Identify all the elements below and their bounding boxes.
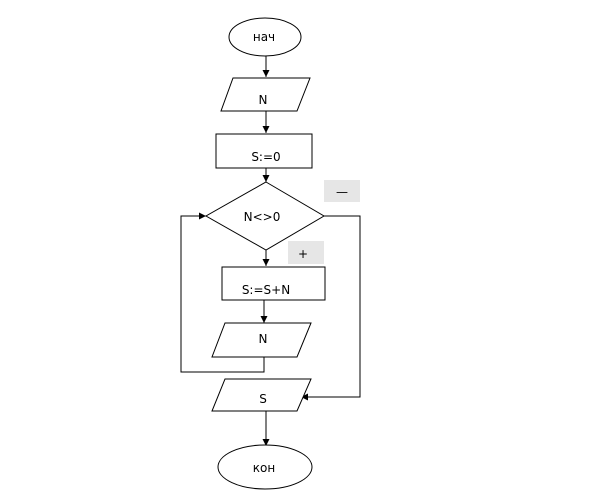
input-n-loop-label: N	[259, 332, 268, 346]
output-s-label: S	[259, 392, 267, 406]
start-label: нач	[253, 30, 275, 44]
branch-yes-label: +	[298, 247, 308, 261]
output-s-parallelogram: S	[211, 378, 312, 412]
branch-yes-badge: +	[288, 241, 324, 264]
input-n-loop-parallelogram: N	[211, 322, 312, 358]
branch-no-label: —	[336, 185, 348, 199]
condition-decision: N<>0	[204, 181, 325, 251]
branch-no-badge: —	[324, 180, 360, 202]
start-terminator: нач	[228, 17, 302, 57]
edge-condition-no-to-output	[301, 215, 361, 401]
edge-loop-back-to-condition	[180, 212, 265, 373]
input-n-parallelogram: N	[220, 77, 311, 112]
init-sum-process: S:=0	[215, 133, 313, 169]
accumulate-label: S:=S+N	[242, 283, 290, 297]
accumulate-process: S:=S+N	[221, 266, 326, 301]
connectors	[180, 55, 361, 446]
input-n-label: N	[259, 93, 268, 107]
condition-label: N<>0	[244, 210, 281, 224]
end-terminator: кон	[217, 444, 313, 490]
end-label: кон	[253, 461, 275, 475]
init-sum-label: S:=0	[251, 150, 280, 164]
